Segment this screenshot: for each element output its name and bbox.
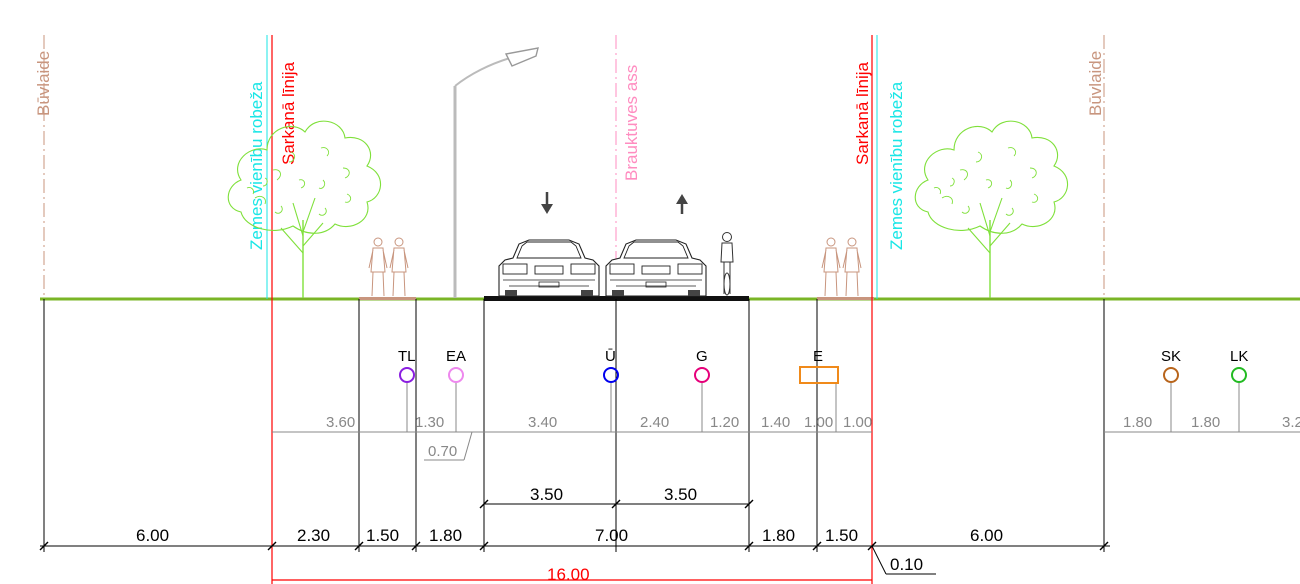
street-lamp-icon [453, 47, 539, 298]
road-surface [484, 296, 749, 301]
offset-1-80-a: 1.80 [1123, 414, 1152, 431]
pedestrian-left-2-icon [389, 237, 409, 297]
width-1-50-right: 1.50 [825, 526, 858, 545]
width-1-80-left: 1.80 [429, 526, 462, 545]
utility-labels: TL EA Ū G E SK LK [398, 348, 1248, 365]
offset-0-70: 0.70 [428, 443, 457, 460]
zone-boundaries [43, 299, 1105, 552]
offset-3-2: 3.2 [1282, 414, 1300, 431]
offset-1-20: 1.20 [710, 414, 739, 431]
offset-1-40: 1.40 [761, 414, 790, 431]
cyclist-icon [720, 232, 734, 296]
sidewalk-right [817, 297, 874, 300]
lane-values: 3.50 3.50 [530, 485, 697, 504]
utility-ea-label: EA [446, 348, 466, 365]
width-0-10-callout: 0.10 [871, 545, 936, 575]
car-front-icon [498, 239, 600, 297]
car-rear-icon [605, 239, 707, 297]
utility-u-label: Ū [605, 348, 616, 365]
utility-lk-symbol [1231, 367, 1247, 383]
offset-values: 3.60 1.30 0.70 3.40 2.40 1.20 1.40 1.00 … [326, 414, 1300, 460]
brauktuves-ass-label: Brauktuves ass [622, 65, 641, 181]
offset-1-00-a: 1.00 [804, 414, 833, 431]
total-width: 16.00 [547, 565, 590, 584]
utility-u-symbol [603, 367, 619, 383]
utility-e-symbol [799, 366, 839, 384]
sarkana-label-left: Sarkanā līnija [279, 61, 298, 165]
utility-leaders [406, 383, 1240, 432]
utility-tl-label: TL [398, 348, 416, 365]
width-values: 6.00 2.30 1.50 1.80 7.00 1.80 1.50 6.00 [136, 526, 1003, 545]
zemes-label-left: Zemes vienību robeža [247, 81, 266, 250]
arrow-up-icon [676, 194, 688, 214]
utility-sk-symbol [1163, 367, 1179, 383]
offset-3-40: 3.40 [528, 414, 557, 431]
offset-dimension-line [272, 431, 1300, 461]
sidewalk-left [359, 297, 416, 300]
utility-g-symbol [694, 367, 710, 383]
utility-tl-symbol [399, 367, 415, 383]
width-7-00: 7.00 [595, 526, 628, 545]
width-6-00-left: 6.00 [136, 526, 169, 545]
utility-lk-label: LK [1230, 348, 1248, 365]
zemes-label-right: Zemes vienību robeža [887, 81, 906, 250]
buvlaide-label-left: Būvlaide [34, 51, 53, 116]
width-0-10: 0.10 [890, 555, 923, 574]
pedestrian-right-2-icon [842, 237, 862, 297]
arrow-down-icon [541, 192, 553, 214]
lane-width-right: 3.50 [664, 485, 697, 504]
dimension-ticks [39, 499, 1109, 551]
width-2-30: 2.30 [297, 526, 330, 545]
offset-1-80-b: 1.80 [1191, 414, 1220, 431]
buvlaide-label-right: Būvlaide [1086, 51, 1105, 116]
width-1-50-left: 1.50 [366, 526, 399, 545]
offset-1-00-b: 1.00 [843, 414, 872, 431]
width-6-00-right: 6.00 [970, 526, 1003, 545]
utility-sk-label: SK [1161, 348, 1181, 365]
offset-3-60: 3.60 [326, 414, 355, 431]
tree-right-icon [914, 120, 1069, 299]
pedestrian-left-1-icon [368, 237, 388, 297]
pedestrian-right-1-icon [821, 237, 841, 297]
utility-ea-symbol [448, 367, 464, 383]
offset-2-40: 2.40 [640, 414, 669, 431]
utility-g-label: G [696, 348, 708, 365]
width-1-80-right: 1.80 [762, 526, 795, 545]
offset-1-30: 1.30 [415, 414, 444, 431]
sarkana-label-right: Sarkanā līnija [853, 61, 872, 165]
lane-width-left: 3.50 [530, 485, 563, 504]
utility-e-label: E [813, 348, 823, 365]
